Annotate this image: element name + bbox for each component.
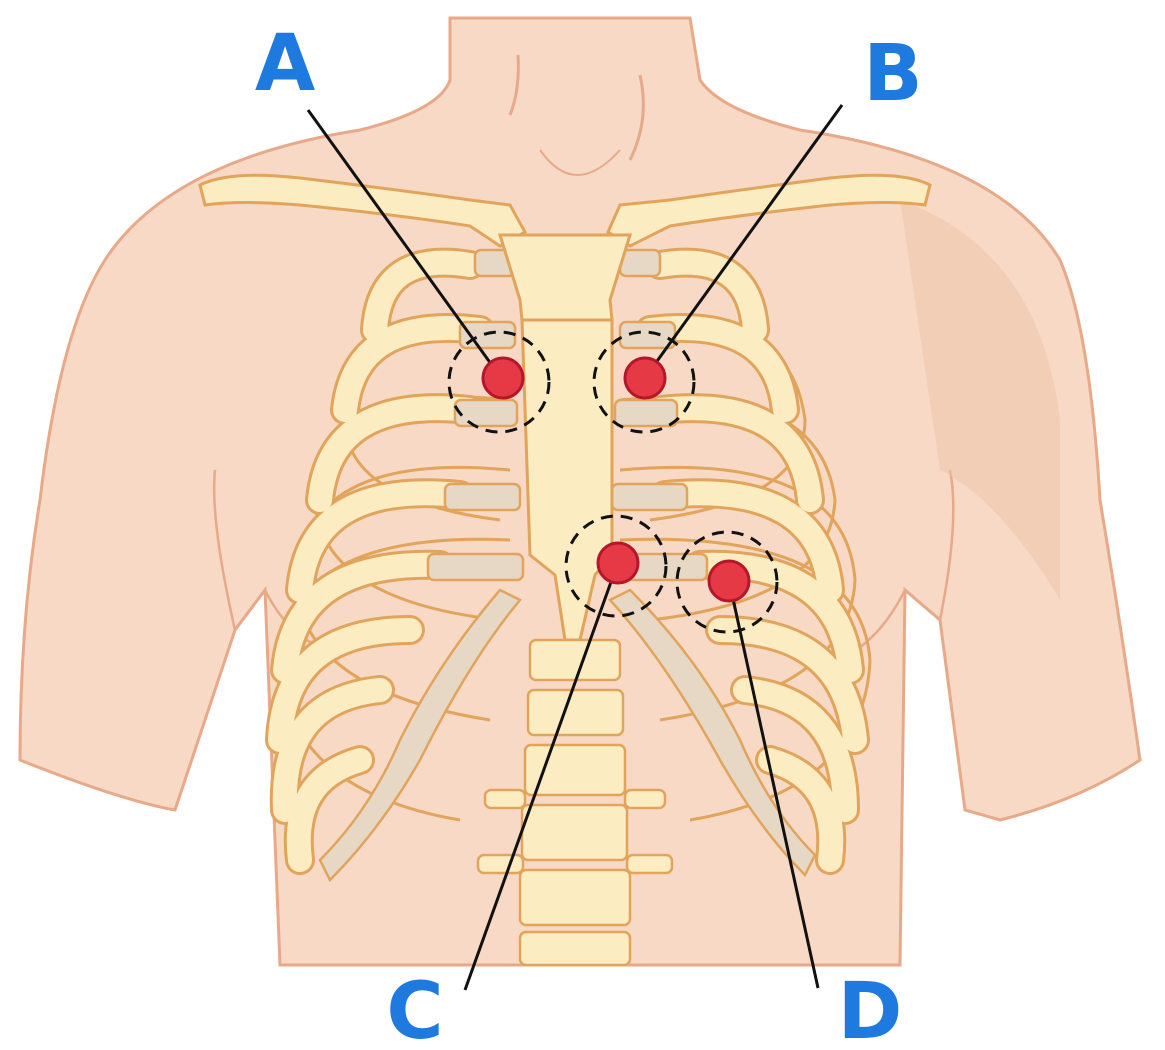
sternum bbox=[497, 233, 633, 642]
vertebra-4 bbox=[520, 803, 629, 862]
cartilage-right-3 bbox=[613, 398, 679, 428]
electrode-dot-icon-b bbox=[623, 356, 667, 400]
vertebra-3 bbox=[523, 743, 627, 797]
spine bbox=[476, 638, 674, 967]
leader-lines bbox=[306, 104, 844, 991]
zone-a bbox=[447, 330, 551, 434]
cartilage-right-4 bbox=[610, 482, 689, 512]
electrode-dot-icon-d bbox=[707, 559, 751, 603]
label-a: A bbox=[255, 19, 315, 109]
right-shoulder-shade bbox=[900, 200, 1060, 600]
vertebra-process-4 bbox=[625, 853, 674, 875]
rib-left-6 bbox=[268, 618, 422, 752]
rib-left-7 bbox=[272, 678, 392, 822]
vertebra-process-2 bbox=[623, 788, 667, 810]
labels: A B C D bbox=[255, 19, 923, 1050]
label-b: B bbox=[863, 29, 922, 119]
vertebra-2 bbox=[526, 688, 625, 737]
rib-back-right-4 bbox=[619, 537, 872, 822]
zone-c bbox=[564, 514, 668, 618]
electrode-dot-icon-a bbox=[481, 356, 525, 400]
neck-line-left bbox=[508, 54, 520, 116]
cartilage-left-4 bbox=[443, 482, 522, 512]
electrode-dot-icon-c bbox=[596, 541, 640, 585]
cartilage-right-2 bbox=[618, 320, 677, 350]
rib-right-7 bbox=[733, 678, 857, 822]
costal-cartilage bbox=[318, 248, 817, 883]
arm-line-right bbox=[938, 469, 955, 621]
zone-d bbox=[675, 530, 779, 634]
rib-left-5 bbox=[273, 552, 452, 682]
cartilage-right-lower bbox=[607, 588, 817, 878]
clavicle-left bbox=[198, 173, 528, 248]
rib-left-1 bbox=[363, 250, 482, 342]
rib-right-2 bbox=[638, 315, 797, 422]
rib-right-8 bbox=[758, 748, 844, 872]
leader-line-c bbox=[463, 567, 618, 991]
clavicles bbox=[198, 173, 932, 248]
leader-line-a bbox=[306, 109, 501, 376]
rib-right-3 bbox=[648, 396, 822, 512]
rib-left-2 bbox=[333, 315, 492, 422]
rib-left-8 bbox=[286, 748, 372, 872]
rib-left-3 bbox=[308, 396, 482, 512]
rib-left-4 bbox=[288, 481, 472, 602]
label-c: C bbox=[386, 967, 443, 1050]
leader-line-d bbox=[728, 584, 820, 989]
vertebra-5 bbox=[518, 868, 632, 927]
electrode-zones bbox=[447, 330, 779, 634]
ribs-front bbox=[265, 247, 870, 875]
cartilage-left-3 bbox=[453, 398, 519, 428]
clavicle-right bbox=[606, 173, 932, 248]
vertebra-1 bbox=[528, 638, 622, 682]
cartilage-left-5 bbox=[426, 552, 525, 582]
cartilage-right-1 bbox=[618, 248, 662, 278]
electrode-markers bbox=[481, 356, 751, 603]
rib-right-6 bbox=[708, 618, 867, 752]
vertebra-process-1 bbox=[483, 788, 527, 810]
rib-right-4 bbox=[653, 481, 842, 602]
arm-line-left bbox=[212, 469, 237, 631]
leader-line-b bbox=[645, 104, 844, 376]
rib-right-1 bbox=[648, 250, 767, 342]
zone-b bbox=[592, 330, 696, 434]
vertebra-6 bbox=[518, 930, 632, 967]
neck-shadow bbox=[539, 149, 621, 176]
manubrium bbox=[497, 233, 633, 322]
neck-line-right bbox=[628, 74, 645, 161]
label-d: D bbox=[838, 967, 903, 1050]
cartilage-left-lower bbox=[318, 588, 522, 883]
vertebra-process-3 bbox=[476, 853, 525, 875]
